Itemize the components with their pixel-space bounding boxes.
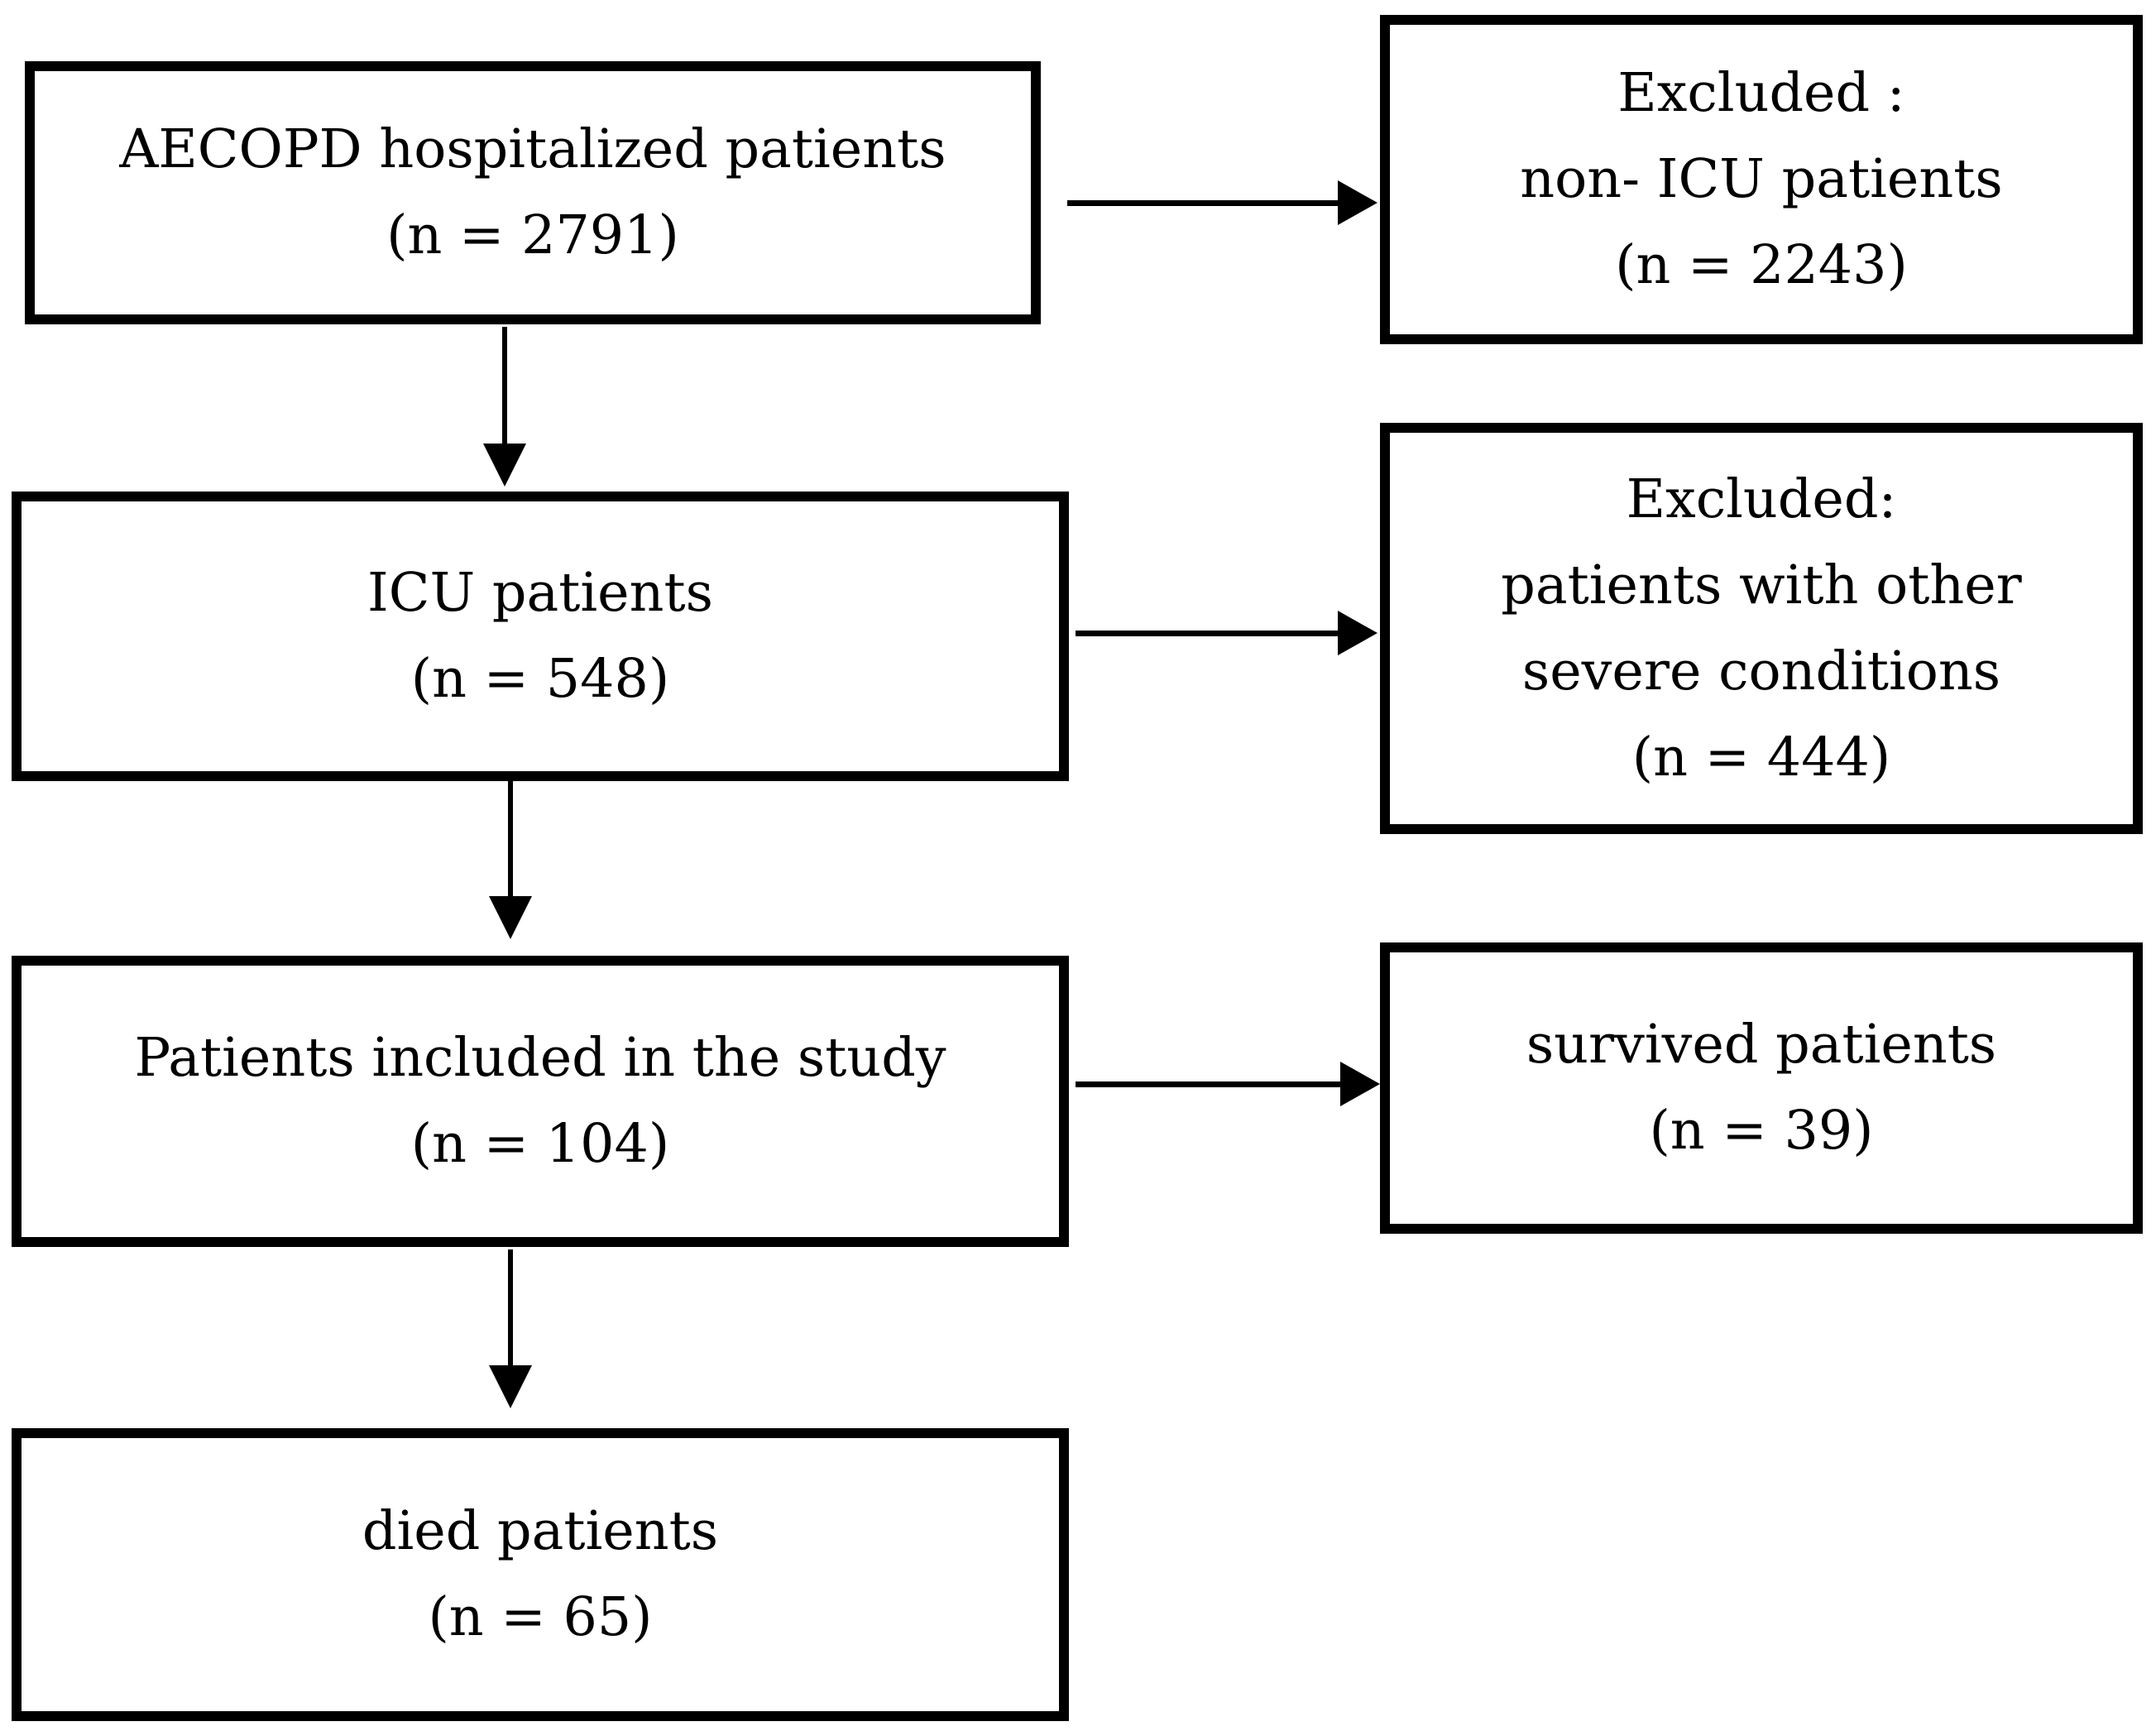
- box-text-line: Patients included in the study: [134, 1027, 946, 1089]
- arrow-right-icon: [1340, 1062, 1380, 1106]
- arrow-shaft: [1067, 200, 1341, 206]
- arrow-included-to-survived-icon: [1076, 1062, 1380, 1106]
- arrow-shaft: [508, 1249, 513, 1369]
- box-count-line: (n = 2791): [386, 204, 679, 266]
- flow-box-aecopd-hospitalized: AECOPD hospitalized patients (n = 2791): [25, 61, 1041, 324]
- arrow-shaft: [502, 327, 507, 447]
- box-text-line: patients with other: [1501, 554, 2022, 616]
- box-count-line: (n = 444): [1631, 726, 1891, 789]
- box-text-line: died patients: [362, 1500, 719, 1562]
- side-box-survived-patients: survived patients (n = 39): [1380, 942, 2143, 1234]
- box-text-line: severe conditions: [1521, 640, 2001, 703]
- arrow-included-to-died-icon: [489, 1249, 532, 1408]
- arrow-shaft: [1076, 1081, 1344, 1087]
- arrow-icu-to-excluded-icon: [1076, 611, 1377, 655]
- arrow-aecopd-to-icu-icon: [483, 327, 526, 487]
- box-count-line: (n = 548): [410, 648, 670, 710]
- flow-box-died-patients: died patients (n = 65): [12, 1428, 1069, 1721]
- side-box-excluded-non-icu: Excluded : non- ICU patients (n = 2243): [1380, 15, 2143, 344]
- arrow-aecopd-to-excluded-icon: [1067, 180, 1377, 225]
- arrow-down-icon: [483, 444, 526, 487]
- flow-box-icu-patients: ICU patients (n = 548): [12, 492, 1069, 781]
- flow-box-patients-included: Patients included in the study (n = 104): [12, 956, 1069, 1247]
- box-text-line: non- ICU patients: [1520, 148, 2003, 210]
- box-count-line: (n = 104): [410, 1113, 670, 1175]
- arrow-down-icon: [489, 896, 532, 939]
- box-count-line: (n = 65): [428, 1586, 653, 1648]
- box-text-line: AECOPD hospitalized patients: [119, 118, 946, 180]
- side-box-excluded-severe-conditions: Excluded: patients with other severe con…: [1380, 423, 2143, 834]
- arrow-shaft: [508, 781, 513, 899]
- arrow-icu-to-included-icon: [489, 781, 532, 939]
- box-text-line: Excluded :: [1617, 62, 1905, 124]
- arrow-right-icon: [1338, 611, 1377, 655]
- box-count-line: (n = 39): [1649, 1100, 1874, 1162]
- box-text-line: survived patients: [1526, 1014, 1997, 1076]
- arrow-shaft: [1076, 631, 1341, 636]
- box-count-line: (n = 2243): [1615, 234, 1908, 296]
- arrow-down-icon: [489, 1365, 532, 1408]
- box-text-line: Excluded:: [1626, 468, 1897, 530]
- arrow-right-icon: [1338, 180, 1377, 225]
- box-text-line: ICU patients: [367, 562, 713, 624]
